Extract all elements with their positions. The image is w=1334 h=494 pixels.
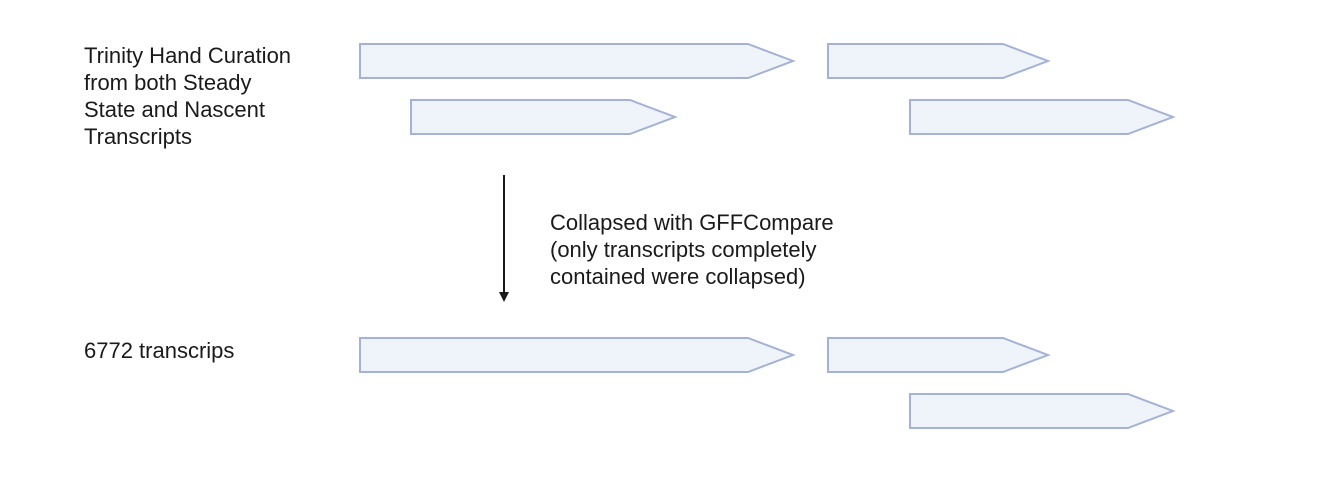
- transcript-shape: [909, 393, 1176, 429]
- input-transcripts-label: Trinity Hand Curation from both Steady S…: [84, 43, 292, 149]
- transcript-shape: [359, 337, 796, 373]
- transcript-shape: [909, 99, 1176, 135]
- transcript-shape: [827, 43, 1051, 79]
- transcript-shape: [827, 337, 1051, 373]
- output-transcript-count-label: 6772 transcrips: [84, 338, 235, 363]
- transcripts-after-collapse: [359, 337, 1176, 429]
- transcript-shape: [410, 99, 678, 135]
- collapse-step-label: Collapsed with GFFCompare (only transcri…: [550, 210, 834, 289]
- transcripts-before-collapse: [359, 43, 1176, 135]
- transcript-shape: [359, 43, 796, 79]
